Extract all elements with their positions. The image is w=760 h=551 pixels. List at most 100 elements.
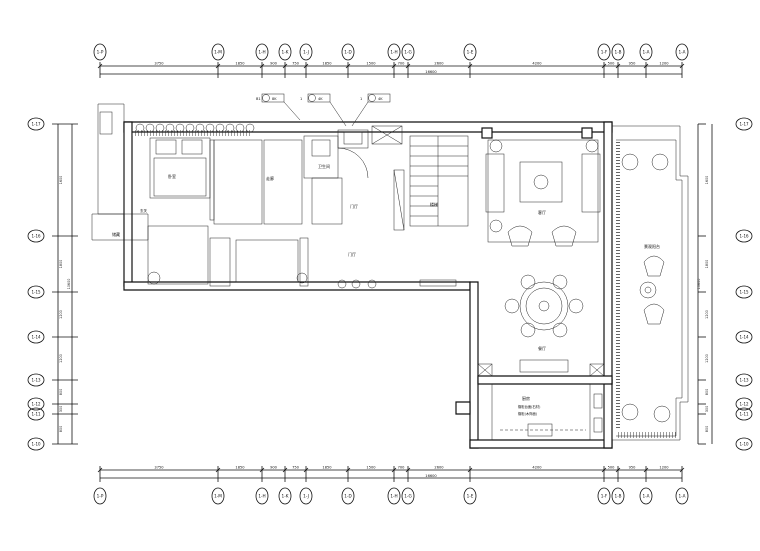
top-dim-value: 900 [270, 62, 278, 66]
outer-walls [91, 103, 689, 449]
top-slash [97, 63, 103, 69]
balcony-edge-hatch [616, 140, 620, 430]
bottom-slash [303, 467, 309, 473]
bottom-axis-label: 1-B [615, 494, 622, 499]
top-axis-label: 1-F [601, 50, 608, 55]
kitchen-note-2: 橱柜(木饰面) [518, 411, 537, 416]
left-axis-bubble [27, 397, 45, 411]
right-axis-label: 1-11 [739, 412, 749, 417]
balcony-label: 景观阳台 [644, 243, 660, 249]
right-axis-bubble [735, 229, 753, 243]
top-axis-label: 1-G [404, 50, 412, 55]
bottom-dim-total: 16600 [425, 474, 437, 478]
top-dim-value: 1850 [235, 62, 245, 66]
right-axis-label: 1-12 [739, 402, 749, 407]
bedroom-area: 卧室 走廊 储藏 玄关 [112, 137, 309, 287]
right-axis-label: 1-17 [739, 122, 749, 127]
balcony-furniture [621, 153, 671, 423]
top-slash [345, 63, 351, 69]
bottom-axis-bubble [597, 487, 611, 505]
left-axis-label: 1-11 [31, 412, 41, 417]
right-dim-value: 1200 [705, 354, 709, 363]
bottom-dim-value: 700 [398, 466, 406, 470]
top-dim-value: 1200 [659, 62, 669, 66]
bottom-slash [215, 467, 221, 473]
bottom-axis-label: 1-H [390, 494, 397, 499]
planter-hatch [132, 130, 252, 136]
right-axis-label: 1-15 [739, 290, 749, 295]
bottom-dim-value: 2600 [434, 466, 444, 470]
bottom-slash [391, 467, 397, 473]
living-label: 客厅 [538, 209, 546, 215]
right-axis-bubble [735, 373, 753, 387]
top-axis-label: 1-A [679, 50, 686, 55]
top-dim-total: 16600 [425, 70, 437, 74]
top-dim-value: 750 [292, 62, 300, 66]
callout-label-3: 4K [378, 97, 383, 101]
top-dim-value: 950 [629, 62, 637, 66]
living-room: 客厅 [481, 127, 601, 247]
hall-label-upper: 门厅 [350, 203, 358, 209]
bottom-axis-bubble [341, 487, 355, 505]
bottom-axis-bubble [401, 487, 415, 505]
bottom-axis-label: 1-G [404, 494, 412, 499]
dining-label: 餐厅 [538, 345, 546, 351]
left-axis-label: 1-17 [31, 122, 41, 127]
bottom-dim-value: 950 [629, 466, 637, 470]
bottom-dim-value: 500 [608, 466, 616, 470]
top-axis-bubble [639, 43, 653, 61]
bottom-axis-label: 1-A [679, 494, 686, 499]
left-dim-value: 1600 [59, 176, 63, 185]
bottom-dim-value: 4200 [532, 466, 542, 470]
callout-label-2: 4K [318, 97, 323, 101]
top-slash [391, 63, 397, 69]
left-axis-bubble [27, 330, 45, 344]
left-axis-bubble [27, 373, 45, 387]
callout-tag-3: 1 [360, 97, 362, 101]
left-dim-value: 300 [59, 406, 63, 412]
left-axis-bubble [27, 229, 45, 243]
bottom-axis-bubble [93, 487, 107, 505]
bottom-axis-label: 1-P [97, 494, 104, 499]
bottom-axis-label: 1-J [303, 494, 309, 499]
left-axis-label: 1-16 [31, 234, 41, 239]
right-axis-label: 1-13 [739, 378, 749, 383]
top-axis-bubble [93, 43, 107, 61]
top-slash [215, 63, 221, 69]
callout-tag-2: 1 [300, 97, 302, 101]
dining-area: 餐厅 [504, 274, 584, 373]
hall-label: 门厅 [348, 251, 356, 257]
left-dim-value: 800 [59, 389, 63, 395]
kitchen-label: 厨房 [522, 395, 530, 401]
top-axis-label: 1-J [303, 50, 309, 55]
left-axis-bubble [27, 117, 45, 131]
toilet-label: 卫生间 [318, 163, 330, 169]
top-axis-bubble [341, 43, 355, 61]
right-axis-label: 1-14 [739, 335, 749, 340]
bedroom-label: 卧室 [168, 173, 176, 179]
top-slash [679, 63, 685, 69]
bottom-dim-value: 900 [270, 466, 278, 470]
top-axis-bubble [401, 43, 415, 61]
left-dim-value: 800 [59, 426, 63, 432]
left-axis-label: 1-10 [31, 442, 41, 447]
bottom-axis-label: 1-K [282, 494, 289, 499]
left-dim-total: 10600 [67, 279, 71, 290]
bottom-dim-value: 1200 [659, 466, 669, 470]
top-axis-label: 1-B [615, 50, 622, 55]
left-dimension-chain: 1-171-161-151-141-131-121-111-1016001800… [27, 117, 78, 451]
bottom-axis-bubble [299, 487, 313, 505]
bottom-slash [405, 467, 411, 473]
right-dim-value: 800 [705, 389, 709, 395]
bottom-dim-value: 1500 [366, 466, 376, 470]
right-dimension-chain: 1-171-161-151-141-131-121-111-1016001800… [697, 117, 753, 451]
bottom-axis-bubble [675, 487, 689, 505]
stair-label: 楼梯 [430, 201, 438, 207]
bottom-dim-value: 1850 [322, 466, 332, 470]
right-axis-bubble [735, 407, 753, 421]
top-axis-bubble [278, 43, 292, 61]
top-axis-bubble [299, 43, 313, 61]
top-dim-value: 3750 [154, 62, 164, 66]
